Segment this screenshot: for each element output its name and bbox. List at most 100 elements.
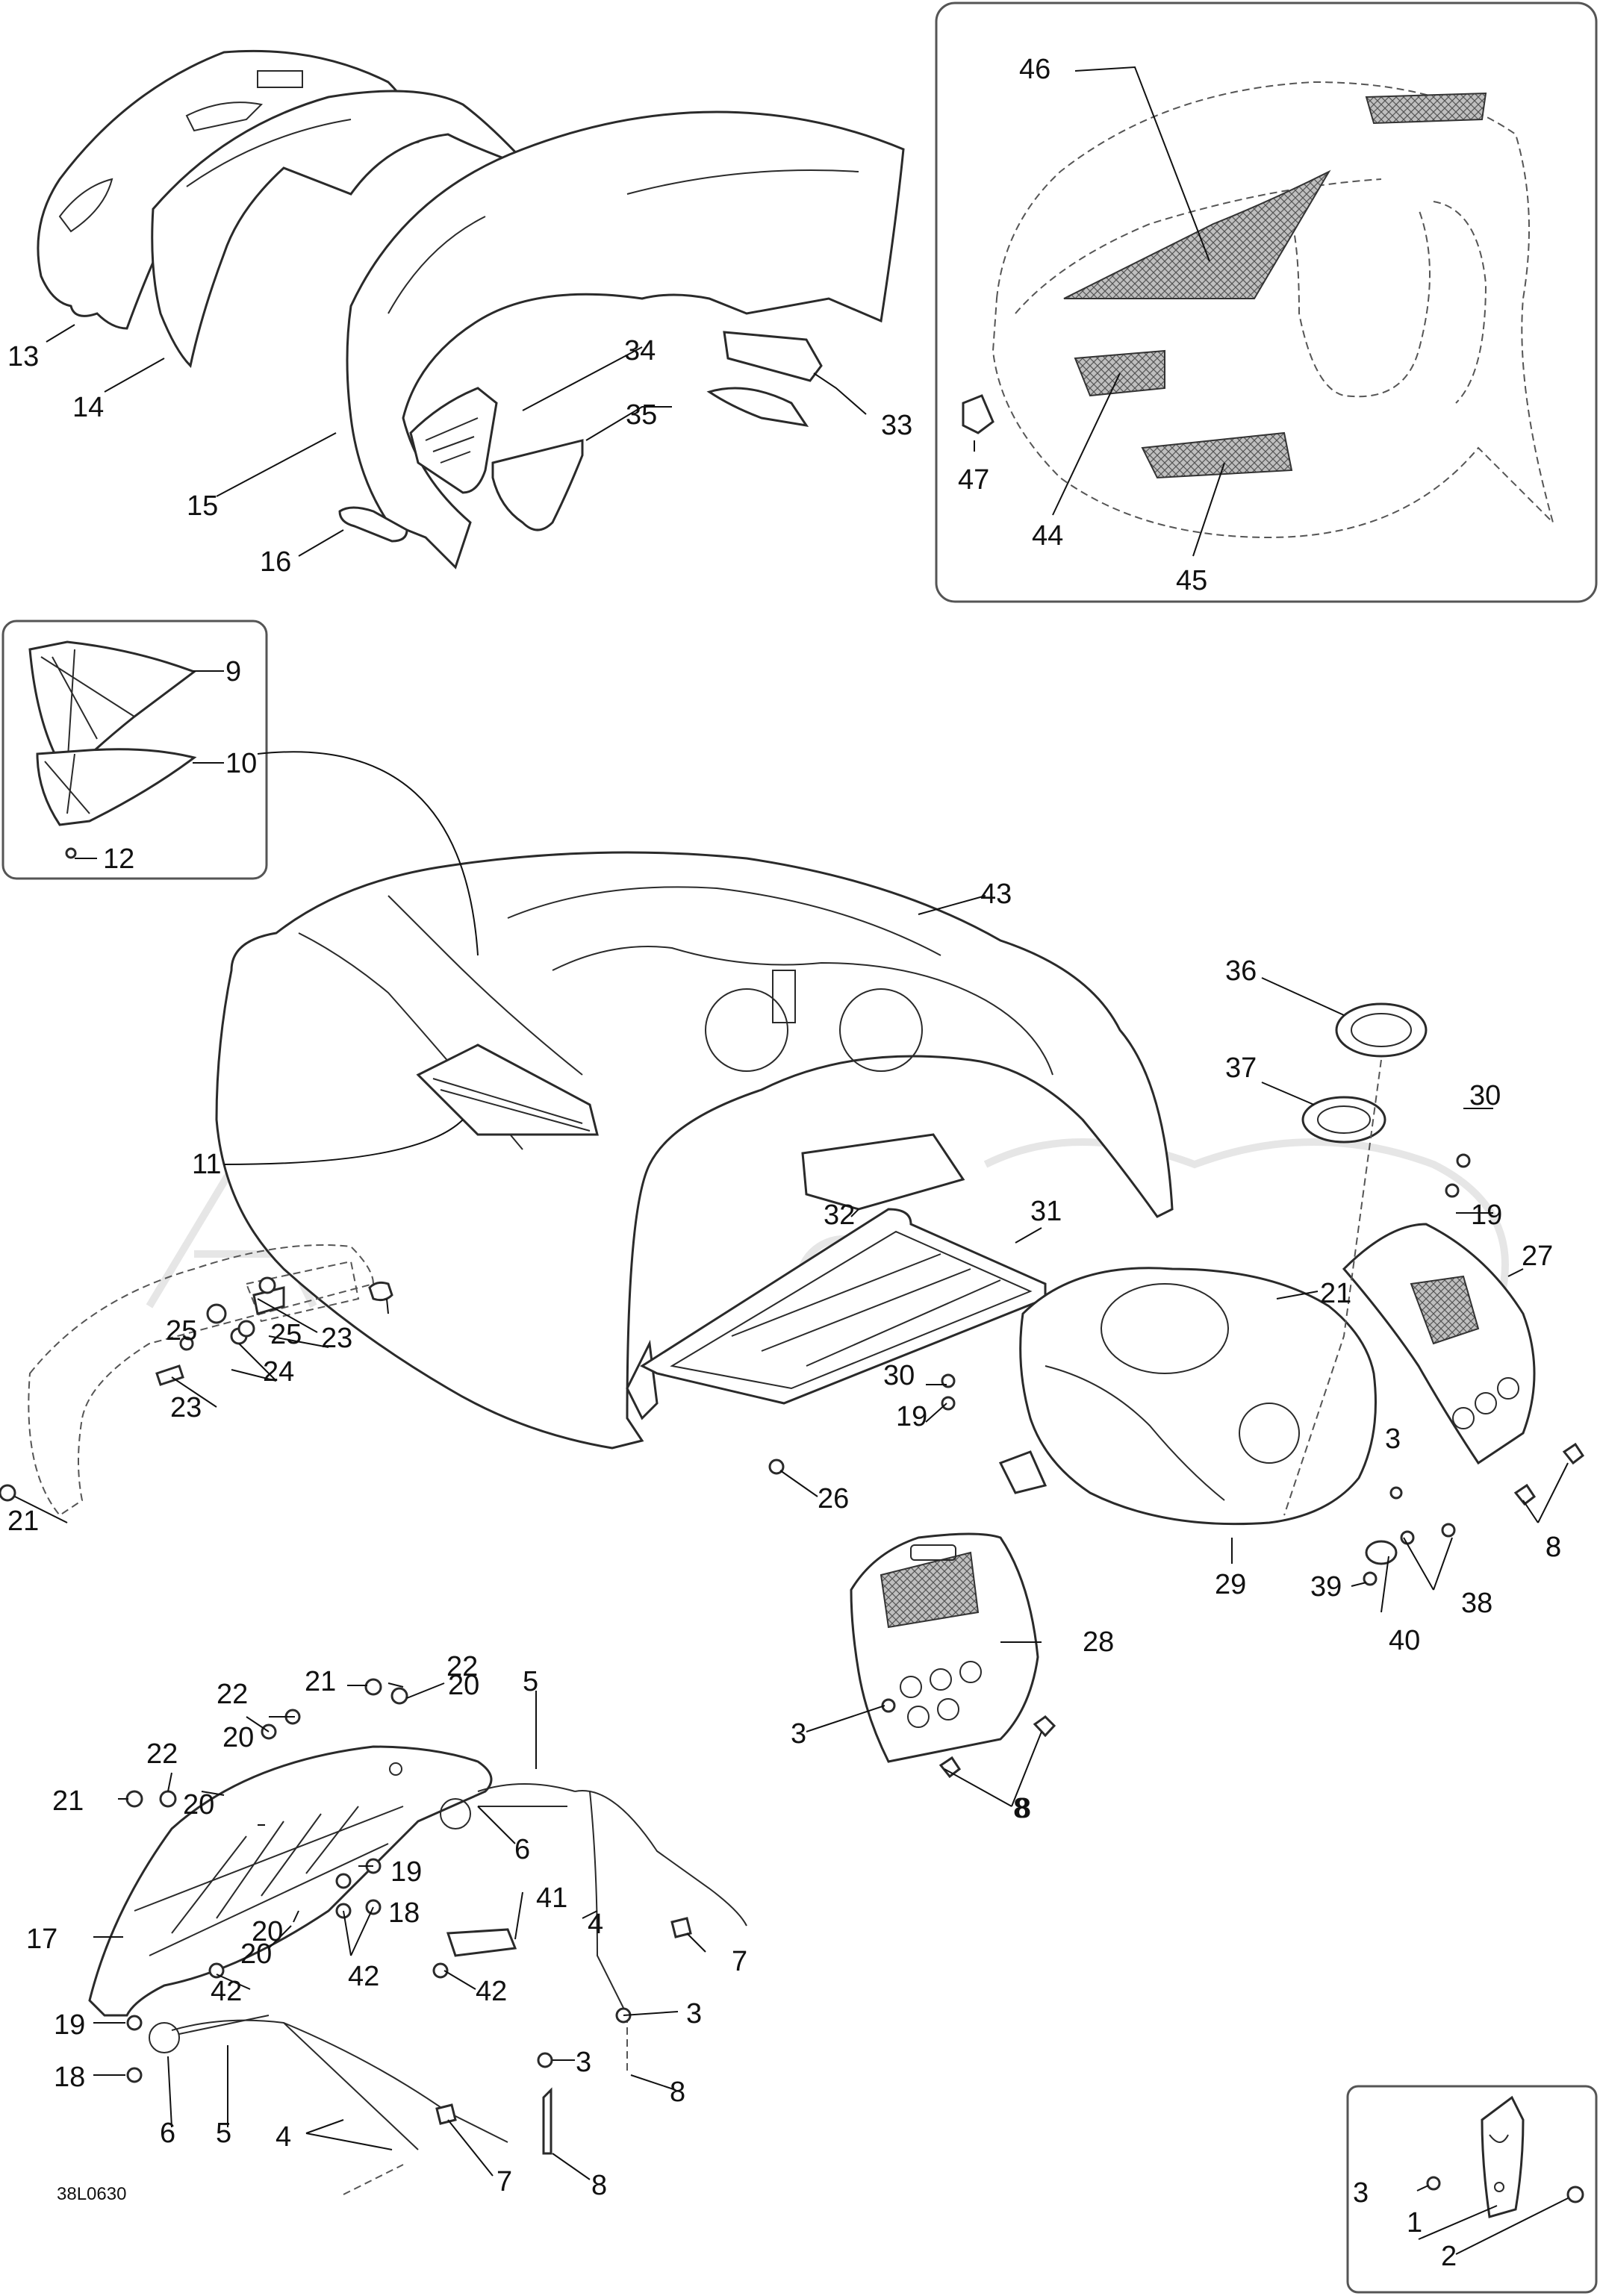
callout: 22: [146, 1738, 178, 1770]
callout: 34: [624, 335, 656, 366]
callout: 8: [591, 2170, 607, 2201]
part-33-top: [706, 331, 823, 428]
callout: 19: [1471, 1200, 1502, 1231]
callout: 15: [187, 490, 218, 522]
callout: 8: [1015, 1793, 1031, 1824]
callout: 29: [1215, 1569, 1246, 1600]
callout: 42: [348, 1961, 379, 1992]
callout: 8: [1545, 1532, 1561, 1563]
part-35: [491, 439, 584, 531]
callout: 21: [52, 1785, 84, 1817]
callout: 21: [305, 1666, 336, 1697]
callout: 4: [276, 2121, 291, 2153]
callout: 27: [1522, 1241, 1553, 1272]
callout: 3: [1385, 1423, 1401, 1455]
panel-27: [1342, 1223, 1536, 1465]
callout: 3: [1353, 2177, 1369, 2209]
callout: 22: [217, 1679, 248, 1710]
callout: 38: [1461, 1588, 1492, 1619]
console-29: [998, 1267, 1377, 1526]
bracket-left: [0, 1244, 393, 1517]
part-16: [338, 506, 408, 543]
callout: 14: [72, 392, 104, 423]
callout: 5: [523, 1666, 538, 1697]
callout: 37: [1225, 1052, 1257, 1084]
callout: 31: [1030, 1196, 1062, 1227]
callout: 23: [170, 1392, 202, 1423]
callout: 13: [7, 341, 39, 372]
callout: 42: [476, 1976, 507, 2007]
callout: 19: [54, 2009, 85, 2041]
callout: 6: [514, 1834, 530, 1865]
panel-28: [850, 1532, 1039, 1763]
callout: 9: [225, 656, 241, 687]
callout: 20: [222, 1722, 254, 1753]
callout: 19: [896, 1401, 927, 1432]
callout: 30: [883, 1360, 915, 1391]
callout: 25: [166, 1315, 197, 1347]
callout: 3: [576, 2047, 591, 2078]
callout: 39: [1310, 1571, 1342, 1603]
callout: 46: [1019, 54, 1050, 85]
callout: 6: [160, 2118, 175, 2149]
callout: 1: [1407, 2207, 1422, 2239]
callout: 10: [225, 748, 257, 779]
cable-set-left: [149, 1783, 747, 2195]
callout: 17: [26, 1924, 57, 1955]
inset-bracket-detail: [1346, 2085, 1598, 2294]
drawing-code: 38L0630: [57, 2184, 126, 2204]
callout: 41: [536, 1882, 567, 1914]
axis-line-36: [1283, 1059, 1382, 1516]
callout: 45: [1176, 565, 1207, 596]
inset-hull-detail: [935, 1, 1598, 603]
callout: 20: [183, 1789, 214, 1821]
callout: 40: [1389, 1625, 1420, 1656]
panel-14: [151, 90, 532, 369]
callout: 5: [216, 2118, 231, 2149]
callout: 3: [686, 1998, 702, 2030]
callout: 7: [497, 2166, 512, 2197]
callout: 21: [7, 1506, 39, 1537]
fasteners-bottom-left: [125, 1678, 692, 2155]
callout: 8: [1545, 1532, 1561, 1563]
callout: 30: [1469, 1080, 1501, 1111]
callout: 47: [958, 464, 989, 496]
callout: 44: [1032, 520, 1063, 552]
callout: 43: [980, 879, 1012, 910]
callout: 32: [824, 1200, 855, 1231]
callout: 8: [670, 2077, 685, 2108]
callout: 3: [791, 1718, 806, 1750]
tray-31: [639, 1208, 1047, 1405]
callout: 36: [1225, 955, 1257, 987]
callout: 42: [211, 1976, 242, 2007]
callout: 4: [588, 1909, 603, 1940]
callout: 18: [54, 2062, 85, 2093]
callout: 20: [240, 1938, 272, 1970]
callout: 20: [252, 1916, 283, 1947]
callout: 16: [260, 546, 291, 578]
callout: 11: [192, 1149, 221, 1180]
callout: 20: [448, 1670, 479, 1701]
callout-labels: 1 2 3 3 3 3 3 4 4 5 5 6 6 7 7 8 8 8 8 9 …: [7, 54, 1561, 2272]
part-34: [409, 387, 498, 494]
callout: 22: [446, 1651, 478, 1682]
fasteners-right: [768, 1153, 1585, 1779]
ring-36: [1335, 1002, 1428, 1058]
inset-vent-detail: [1, 620, 268, 880]
body-main-43: [215, 851, 1174, 1450]
callout: 18: [388, 1897, 420, 1929]
callout: 25: [270, 1319, 302, 1350]
callout: 7: [732, 1946, 747, 1977]
callout: 12: [103, 843, 134, 875]
bracket-17: [88, 1745, 493, 2017]
callout: 33: [881, 410, 912, 441]
callout: 19: [390, 1856, 422, 1888]
callout: 24: [263, 1356, 294, 1388]
callout: 2: [1441, 2241, 1457, 2272]
callout: 23: [321, 1323, 352, 1354]
callout: 26: [818, 1483, 849, 1514]
callout: 21: [1320, 1278, 1351, 1309]
leader-lines: [14, 66, 1569, 2255]
callout: 28: [1083, 1626, 1114, 1658]
